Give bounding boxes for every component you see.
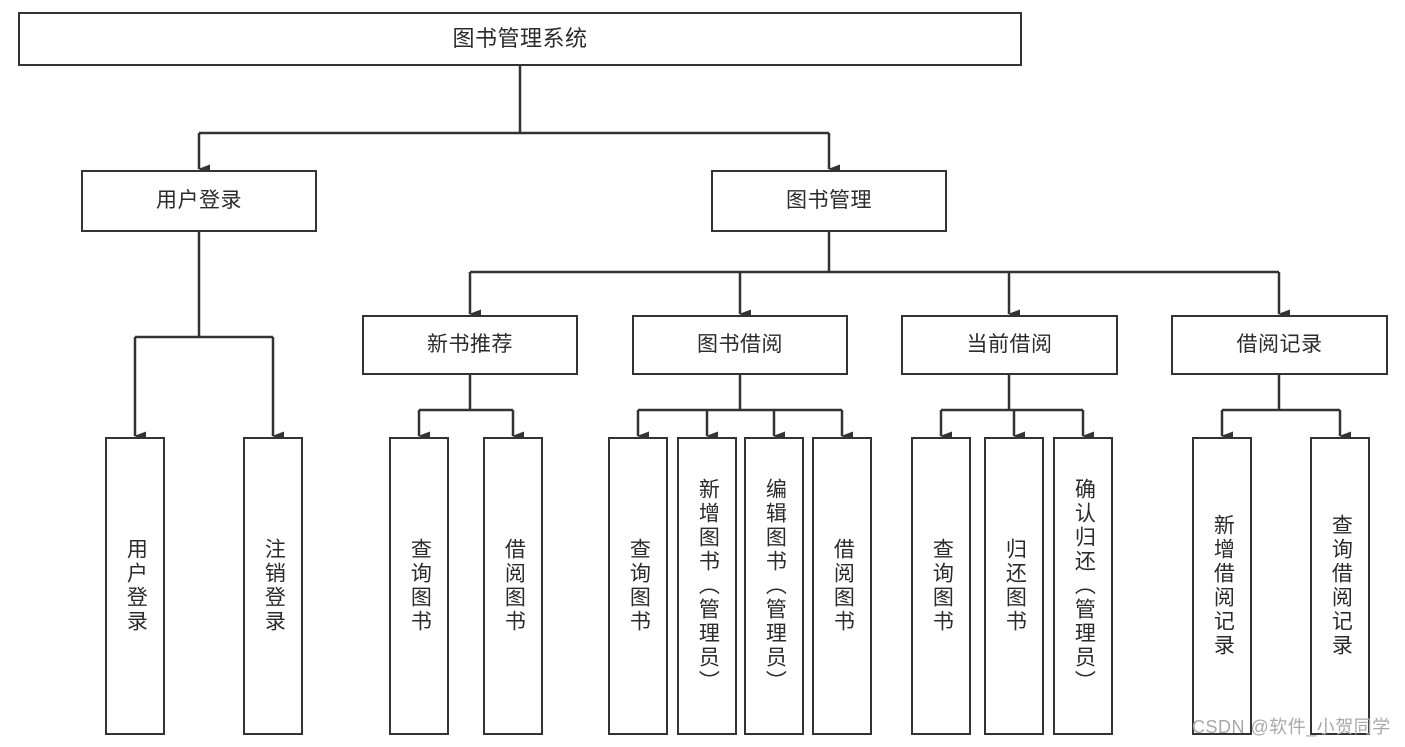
node-leaf-c-return: 归还图书 [984, 437, 1044, 735]
node-label: 图书管理系统 [452, 26, 588, 52]
node-label: 查询借阅记录 [1329, 514, 1353, 658]
node-label: 查询图书 [408, 538, 432, 634]
node-bookmgmt: 图书管理 [711, 170, 947, 232]
node-label: 新增图书（管理员） [696, 478, 720, 694]
node-leaf-b-query: 查询图书 [608, 437, 668, 735]
node-leaf-r-query: 查询借阅记录 [1310, 437, 1370, 735]
node-newbooks: 新书推荐 [362, 315, 578, 375]
node-leaf-b-add: 新增图书（管理员） [677, 437, 737, 735]
node-label: 新书推荐 [427, 332, 513, 356]
node-label: 用户登录 [124, 538, 148, 634]
node-label: 确认归还（管理员） [1072, 478, 1096, 694]
node-label: 图书借阅 [697, 332, 783, 356]
node-borrow: 图书借阅 [632, 315, 848, 375]
node-login: 用户登录 [81, 170, 317, 232]
node-leaf-new-borrow: 借阅图书 [483, 437, 543, 735]
node-leaf-r-add: 新增借阅记录 [1192, 437, 1252, 735]
node-label: 用户登录 [156, 188, 242, 212]
node-label: 注销登录 [262, 538, 286, 634]
node-current: 当前借阅 [901, 315, 1118, 375]
node-root: 图书管理系统 [18, 12, 1022, 66]
node-leaf-b-edit: 编辑图书（管理员） [744, 437, 804, 735]
node-label: 当前借阅 [966, 332, 1053, 356]
node-label: 借阅记录 [1236, 332, 1323, 356]
node-label: 查询图书 [930, 538, 954, 634]
node-leaf-c-confirm: 确认归还（管理员） [1053, 437, 1113, 735]
node-label: 图书管理 [786, 188, 872, 212]
watermark-label: CSDN @软件_小贺同学 [1192, 717, 1391, 737]
node-records: 借阅记录 [1171, 315, 1388, 375]
node-label: 借阅图书 [502, 538, 526, 634]
node-label: 查询图书 [627, 538, 651, 634]
node-label: 编辑图书（管理员） [763, 478, 787, 694]
node-label: 借阅图书 [831, 538, 855, 634]
node-leaf-b-borrow: 借阅图书 [812, 437, 872, 735]
node-leaf-user-logout: 注销登录 [243, 437, 303, 735]
node-leaf-user-login: 用户登录 [105, 437, 165, 735]
node-label: 新增借阅记录 [1211, 514, 1235, 658]
node-leaf-c-query: 查询图书 [911, 437, 971, 735]
node-label: 归还图书 [1003, 538, 1027, 634]
node-leaf-new-query: 查询图书 [389, 437, 449, 735]
tree-connectors [133, 66, 1351, 441]
